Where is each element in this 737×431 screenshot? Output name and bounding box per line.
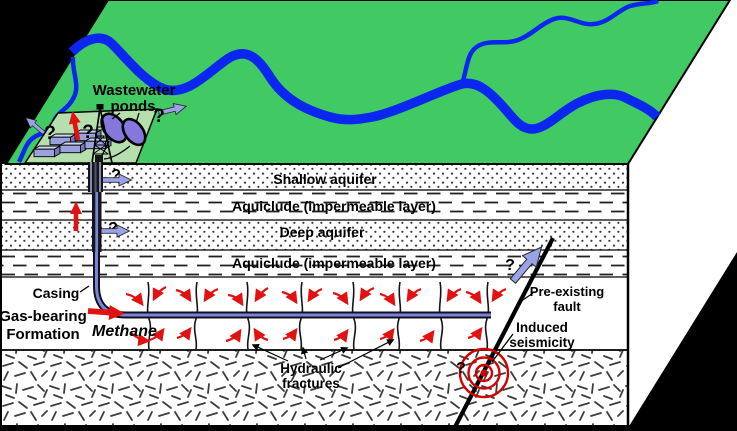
well [88, 162, 491, 319]
question-mark: ? [456, 360, 466, 377]
hydraulic-fracture [396, 281, 402, 350]
hydraulic-fracture [484, 281, 490, 350]
bottom-border [0, 425, 630, 431]
pointer-arrow [337, 339, 395, 369]
wastewater-ponds-label-line1: Wastewater [93, 82, 176, 99]
hydraulic-fracture [438, 281, 444, 350]
hydraulic-fracture [351, 281, 357, 350]
pointer-arrow [251, 344, 289, 362]
pointer-line [519, 292, 534, 303]
layer-basement-rock [0, 350, 628, 425]
layer-aquiclude-upper [0, 190, 628, 220]
pond-hose-line [103, 145, 131, 160]
gas-flow-arrow [149, 327, 165, 342]
label-induced-seismicity-line2: seismicity [509, 335, 575, 350]
tributary-stream [460, 0, 659, 82]
gas-flow-arrow [176, 326, 192, 341]
pointer-arrow [319, 346, 349, 361]
wastewater-ponds-label-line2: ponds [111, 98, 156, 115]
seismicity-ring [474, 363, 494, 383]
gas-flow-arrow [307, 287, 323, 303]
gas-flow-arrow [467, 326, 483, 341]
gas-flow-arrow [359, 286, 375, 302]
fault-line [452, 237, 555, 430]
wellbore-inner [95, 250, 491, 317]
wellhead [95, 155, 103, 164]
pointer-line [79, 285, 90, 293]
label-deep-aquifer: Deep aquifer [280, 224, 365, 240]
question-mark: ? [82, 122, 94, 143]
gas-flow-arrow [152, 286, 167, 302]
gas-flow-arrow [254, 287, 269, 303]
label-shallow-aquifer: Shallow aquifer [273, 171, 377, 187]
gas-flow-arrow [406, 287, 422, 303]
layer-boundaries [0, 164, 628, 427]
gas-flow-arrow [281, 290, 298, 305]
seismicity-rings [458, 347, 510, 399]
gas-flow-arrow [333, 328, 349, 343]
gas-flow-arrow [282, 327, 298, 342]
question-mark: ? [111, 167, 121, 184]
gas-flow-arrow [175, 288, 192, 303]
truck [33, 145, 61, 158]
hydraulic-fracture [193, 281, 199, 350]
gas-flow-arrow [130, 332, 151, 347]
hydraulic-fracture [298, 281, 304, 350]
fracture-pointers [251, 339, 395, 369]
gas-flow-arrow [379, 327, 395, 342]
question-mark: ? [505, 257, 515, 274]
label-pre-existing-fault-line1: Pre-existing [530, 284, 604, 299]
label-hydraulic-fractures-line2: fractures [282, 376, 340, 391]
pond [121, 117, 147, 147]
wastewater-ponds [100, 112, 147, 160]
hydraulic-fractures [146, 281, 490, 350]
gas-flow-arrow [332, 291, 349, 306]
question-mark: ? [153, 106, 165, 127]
label-hydraulic-fractures-line1: Hydraulic [280, 361, 342, 376]
label-induced-seismicity-line1: Induced [516, 320, 568, 335]
gas-flow-arrow [446, 287, 462, 303]
label-gas-bearing-line2: Formation [6, 326, 79, 343]
gas-flow-arrow [225, 328, 242, 343]
gas-flow-arrows [125, 286, 507, 347]
pointer-line [491, 333, 514, 363]
label-casing: Casing [33, 285, 80, 301]
drilling-derrick [91, 104, 113, 164]
gas-flow-arrow [125, 292, 144, 307]
layer-deep-aquifer [0, 220, 628, 250]
gas-flow-arrow [491, 287, 507, 303]
label-gas-bearing-line1: Gas-bearing [0, 308, 87, 325]
gas-flow-arrow [379, 292, 396, 307]
seismicity-ring [467, 356, 501, 390]
gas-flow-arrow [253, 327, 269, 342]
epicenter-dot [480, 369, 488, 377]
label-aquiclude-lower: Aquiclude (impermeable layer) [232, 255, 436, 271]
pointer-arrow [300, 346, 309, 360]
gas-flow-arrow [465, 290, 482, 305]
gas-flow-arrow [419, 329, 435, 344]
pointer-line [111, 112, 121, 120]
question-mark: ? [44, 123, 56, 144]
gas-flow-arrow [227, 292, 244, 307]
pointer-line [135, 112, 140, 124]
seismicity-ring [458, 347, 510, 399]
gas-flow-arrow [203, 287, 219, 303]
label-aquiclude-upper: Aquiclude (impermeable layer) [232, 198, 436, 214]
crown-block [96, 104, 104, 110]
label-methane: Methane [92, 323, 157, 340]
truck [59, 141, 87, 154]
label-pre-existing-fault-line2: fault [553, 299, 581, 314]
backdrop-bottom-right [626, 252, 737, 431]
river [68, 33, 661, 134]
hydraulic-fracture [245, 281, 251, 350]
